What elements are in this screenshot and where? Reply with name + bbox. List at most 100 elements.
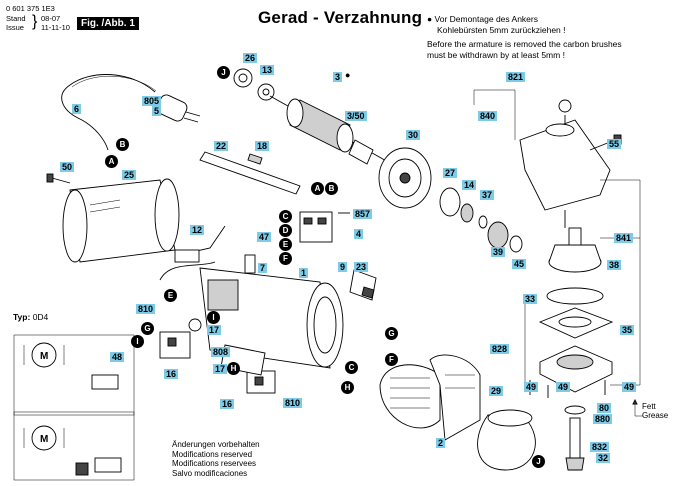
stand-label: Stand <box>6 14 26 23</box>
note-line-4: must be withdrawn by at least 5mm ! <box>427 50 565 60</box>
footer-line-4: Salvo modificaciones <box>172 468 248 478</box>
callout: 23 <box>354 262 369 272</box>
callout: 29 <box>489 386 504 396</box>
callout: 49 <box>556 382 571 392</box>
brace: } <box>32 13 38 30</box>
note-line-1: Vor Demontage des Ankers <box>434 14 538 24</box>
letter-marker: B <box>116 138 129 151</box>
typ-value: 0D4 <box>32 312 49 322</box>
letter-marker: H <box>341 381 354 394</box>
callout: 828 <box>490 344 510 354</box>
letter-marker: F <box>279 252 292 265</box>
svg-text:M: M <box>40 434 48 445</box>
disassembly-note: ● Vor Demontage des Ankers Kohlebürsten … <box>427 14 671 61</box>
plug <box>156 94 201 123</box>
letter-marker: I <box>131 335 144 348</box>
callout: 12 <box>190 225 205 235</box>
callout: 27 <box>443 168 458 178</box>
gear-housing-1 <box>199 267 344 369</box>
document-number: 0 601 375 1E3 <box>6 4 55 13</box>
note-line-3: Before the armature is removed the carbo… <box>427 39 622 49</box>
figure-label: Fig. /Abb. 1 <box>77 17 139 30</box>
motor-housing-25 <box>62 178 180 263</box>
wiring-diagram-2 <box>13 411 135 481</box>
typ-label-text: Typ: <box>13 312 31 322</box>
callout: 49 <box>524 382 539 392</box>
letter-marker: G <box>141 322 154 335</box>
callout: 22 <box>214 141 229 151</box>
letter-marker: E <box>279 238 292 251</box>
footer-line-1: Änderungen vorbehalten <box>172 440 260 449</box>
gear-38 <box>548 227 602 273</box>
brush-rail-22 <box>199 151 301 195</box>
callout: 33 <box>523 294 538 304</box>
armature-3 <box>269 95 391 165</box>
switch-4 <box>299 211 333 243</box>
power-cord <box>61 74 156 151</box>
letter-marker: D <box>279 224 292 237</box>
callout: 16 <box>164 369 179 379</box>
callout: 832 <box>590 442 610 452</box>
callout: 38 <box>607 260 622 270</box>
callout: 880 <box>593 414 613 424</box>
callout: 808 <box>211 347 231 357</box>
callout: 48 <box>110 352 125 362</box>
gear-head-840 <box>519 99 611 211</box>
callout: 857 <box>353 209 373 219</box>
wiring-diagram-1 <box>13 334 135 416</box>
callout: 55 <box>607 139 622 149</box>
callout: 13 <box>260 65 275 75</box>
callout: 49 <box>622 382 637 392</box>
callout: 17 <box>213 364 228 374</box>
typ-label: Typ: 0D4 <box>13 312 48 322</box>
callout: 45 <box>512 259 527 269</box>
letter-marker: A <box>105 155 118 168</box>
callout: 50 <box>60 162 75 172</box>
callout: 821 <box>506 72 526 82</box>
callout: 3/50 <box>345 111 367 121</box>
letter-marker: F <box>385 353 398 366</box>
field-coil-2 <box>379 354 481 441</box>
fan-30 <box>378 147 432 209</box>
callout: 37 <box>480 190 495 200</box>
callout: 25 <box>122 170 137 180</box>
callout: 9 <box>338 262 348 272</box>
callout: 32 <box>596 453 611 463</box>
callout: 1 <box>299 268 309 278</box>
page-title: Gerad - Verzahnung <box>258 8 423 27</box>
callout: 17 <box>207 325 222 335</box>
svg-text:M: M <box>40 351 48 362</box>
stand-date: 08-07 <box>41 14 61 23</box>
callout: 14 <box>462 180 477 190</box>
screw-50 <box>46 173 71 184</box>
letter-marker: G <box>385 327 398 340</box>
callout: 810 <box>136 304 156 314</box>
callout: 47 <box>257 232 272 242</box>
callout: 35 <box>620 325 635 335</box>
callout: 840 <box>478 111 498 121</box>
footer-line-2: Modifications reserved <box>172 449 253 459</box>
letter-marker: C <box>345 361 358 374</box>
callout: 841 <box>614 233 634 243</box>
letter-marker: C <box>279 210 292 223</box>
letter-marker: E <box>164 289 177 302</box>
legend-fett: Fett <box>642 402 656 411</box>
callout: 7 <box>258 263 268 273</box>
note-line-2: Kohlebürsten 5mm zurückziehen ! <box>437 25 566 35</box>
issue-date: 11-11-10 <box>41 23 70 32</box>
callout: 80 <box>597 403 612 413</box>
letter-marker: A <box>311 182 324 195</box>
letter-marker: I <box>207 311 220 324</box>
legend-grease: Grease <box>642 411 669 420</box>
bullet-icon: ● <box>345 70 351 80</box>
callout: 6 <box>72 104 82 114</box>
letter-marker: J <box>217 66 230 79</box>
callout: 810 <box>283 398 303 408</box>
letter-marker: H <box>227 362 240 375</box>
callout: 16 <box>220 399 235 409</box>
letter-marker: J <box>532 455 545 468</box>
callout: 5 <box>152 106 162 116</box>
footer-line-3: Modifications reservees <box>172 459 257 468</box>
callout: 3 <box>333 72 343 82</box>
